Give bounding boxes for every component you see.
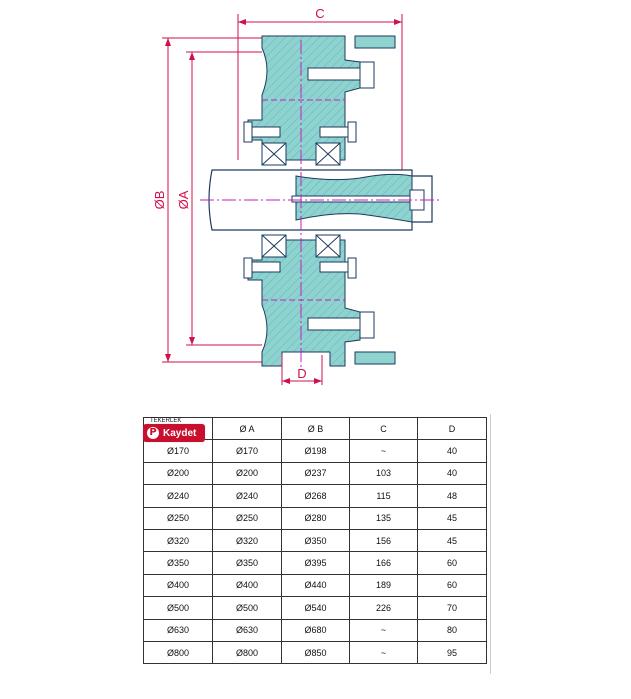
table-row: Ø320 Ø320 Ø350 156 45 bbox=[143, 528, 487, 553]
table-cell: 70 bbox=[417, 596, 487, 620]
header-a: Ø A bbox=[212, 416, 282, 441]
header-d: D bbox=[417, 416, 487, 441]
dimension-b: ØB bbox=[152, 37, 262, 363]
table-cell: Ø800 bbox=[143, 640, 213, 665]
table-cell: 48 bbox=[417, 484, 487, 508]
bearing-upper-left bbox=[261, 142, 287, 166]
dimension-a-label: ØA bbox=[176, 190, 191, 209]
center-lines bbox=[200, 40, 440, 370]
table-cell: Ø320 bbox=[212, 528, 282, 553]
table-cell: 40 bbox=[417, 461, 487, 486]
table-cell: 60 bbox=[417, 551, 487, 575]
table-cell: Ø400 bbox=[212, 573, 282, 598]
table-cell: 156 bbox=[349, 528, 418, 553]
dimension-b-label: ØB bbox=[152, 191, 167, 210]
dimension-d-label: D bbox=[297, 366, 306, 381]
table-cell: Ø320 bbox=[143, 528, 213, 553]
table-cell: 135 bbox=[349, 506, 418, 530]
table-cell: Ø400 bbox=[143, 573, 213, 598]
dimension-table: TEKERLEK Ø A Ø B C D Ø170 Ø170 Ø198 ~ 40… bbox=[143, 416, 487, 665]
table-cell: 95 bbox=[417, 640, 487, 665]
table-row: Ø200 Ø200 Ø237 103 40 bbox=[143, 461, 487, 486]
table-cell: Ø500 bbox=[143, 596, 213, 620]
pinterest-save-label: Kaydet bbox=[163, 427, 197, 439]
dimension-a: ØA bbox=[176, 51, 262, 346]
page-divider bbox=[490, 414, 491, 674]
table-row: Ø400 Ø400 Ø440 189 60 bbox=[143, 573, 487, 598]
table-cell: Ø170 bbox=[143, 439, 213, 463]
pinterest-save-button[interactable]: P Kaydet bbox=[143, 424, 205, 442]
table-cell: Ø630 bbox=[143, 618, 213, 642]
table-cell: 45 bbox=[417, 528, 487, 553]
table-cell: Ø240 bbox=[212, 484, 282, 508]
table-cell: 45 bbox=[417, 506, 487, 530]
table-row: Ø250 Ø250 Ø280 135 45 bbox=[143, 506, 487, 530]
table-cell: ~ bbox=[349, 640, 418, 665]
table-cell: 80 bbox=[417, 618, 487, 642]
dimension-c-label: C bbox=[315, 6, 324, 21]
table-cell: Ø200 bbox=[212, 461, 282, 486]
table-cell: 40 bbox=[417, 439, 487, 463]
table-row: Ø240 Ø240 Ø268 115 48 bbox=[143, 484, 487, 508]
table-cell: Ø800 bbox=[212, 640, 282, 665]
table-cell: Ø350 bbox=[143, 551, 213, 575]
table-cell: ~ bbox=[349, 439, 418, 463]
table-cell: 189 bbox=[349, 573, 418, 598]
table-cell: 115 bbox=[349, 484, 418, 508]
table-row: Ø170 Ø170 Ø198 ~ 40 bbox=[143, 439, 487, 463]
wheel-section-drawing: C ØB ØA bbox=[152, 6, 440, 385]
table-cell: 226 bbox=[349, 596, 418, 620]
table-cell: Ø350 bbox=[212, 551, 282, 575]
bearing-upper-right bbox=[315, 142, 341, 166]
table-cell: 166 bbox=[349, 551, 418, 575]
table-cell: Ø630 bbox=[212, 618, 282, 642]
table-cell: Ø350 bbox=[281, 528, 350, 553]
table-cell: Ø250 bbox=[212, 506, 282, 530]
header-b: Ø B bbox=[281, 416, 350, 441]
table-cell: Ø500 bbox=[212, 596, 282, 620]
table-cell: 103 bbox=[349, 461, 418, 486]
table-cell: Ø440 bbox=[281, 573, 350, 598]
table-cell: Ø250 bbox=[143, 506, 213, 530]
table-cell: Ø850 bbox=[281, 640, 350, 665]
table-cell: Ø540 bbox=[281, 596, 350, 620]
bolt-upper bbox=[243, 61, 375, 143]
table-cell: 60 bbox=[417, 573, 487, 598]
table-row: Ø350 Ø350 Ø395 166 60 bbox=[143, 551, 487, 575]
table-cell: Ø680 bbox=[281, 618, 350, 642]
header-c: C bbox=[349, 416, 418, 441]
table-cell: ~ bbox=[349, 618, 418, 642]
table-cell: Ø237 bbox=[281, 461, 350, 486]
bolt-lower bbox=[243, 257, 375, 339]
table-cell: Ø395 bbox=[281, 551, 350, 575]
table-cell: Ø198 bbox=[281, 439, 350, 463]
table-row: Ø630 Ø630 Ø680 ~ 80 bbox=[143, 618, 487, 642]
table-header-row: TEKERLEK Ø A Ø B C D bbox=[143, 416, 487, 441]
table-cell: Ø200 bbox=[143, 461, 213, 486]
table-row: Ø500 Ø500 Ø540 226 70 bbox=[143, 596, 487, 620]
pinterest-icon: P bbox=[147, 427, 159, 439]
table-row: Ø800 Ø800 Ø850 ~ 95 bbox=[143, 640, 487, 665]
table-cell: Ø280 bbox=[281, 506, 350, 530]
bearing-lower-right bbox=[315, 234, 341, 258]
table-cell: Ø268 bbox=[281, 484, 350, 508]
table-cell: Ø240 bbox=[143, 484, 213, 508]
dimension-d: D bbox=[281, 355, 323, 385]
bearing-lower-left bbox=[261, 234, 287, 258]
table-cell: Ø170 bbox=[212, 439, 282, 463]
